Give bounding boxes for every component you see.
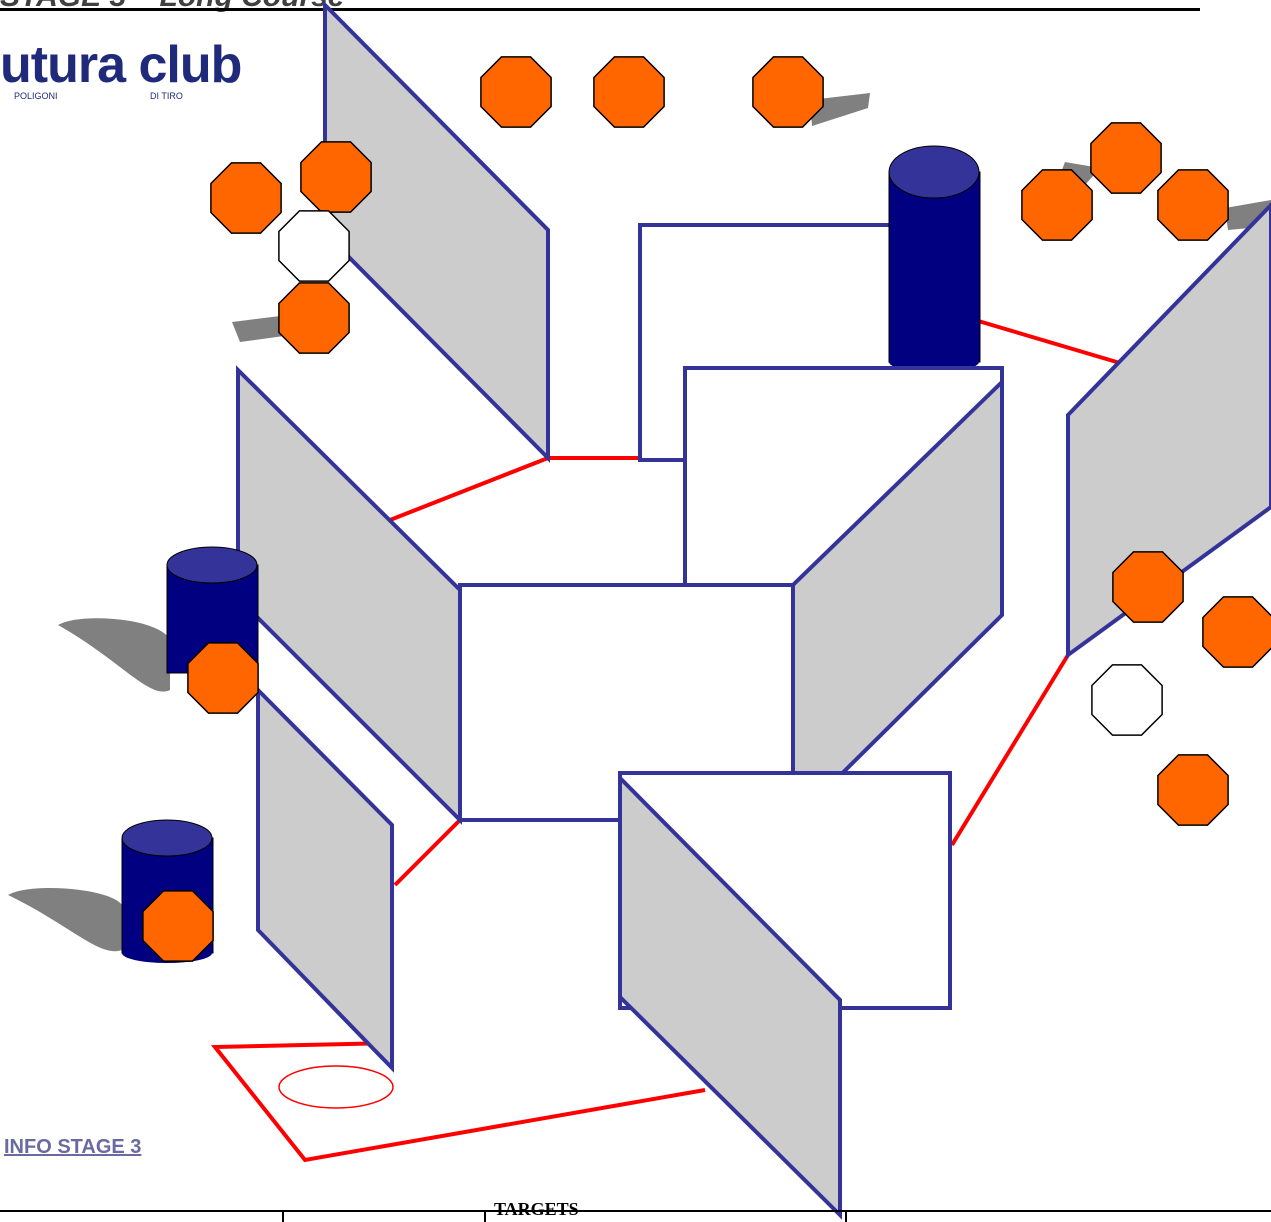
shadow: [232, 316, 284, 342]
octagon-steel-target-icon: [187, 642, 259, 714]
fault-line: [389, 456, 640, 522]
octagon-steel-target-icon: [480, 56, 552, 128]
octagon-steel-target-icon: [593, 56, 665, 128]
fault-line: [393, 818, 462, 887]
shadow: [810, 93, 870, 126]
wall: [256, 685, 394, 1073]
table-cell-divider: [845, 1212, 847, 1222]
octagon-steel-target-icon: [1202, 596, 1271, 668]
table-header-targets: TARGETS: [494, 1199, 579, 1219]
octagon-steel-target-icon: [1157, 169, 1229, 241]
wall: [236, 365, 462, 825]
barrel-icon: [888, 145, 981, 372]
start-ellipse-icon: [278, 1065, 394, 1109]
octagon-steel-target-icon: [300, 141, 372, 213]
fault-line: [974, 318, 1121, 365]
title-rule: [0, 8, 1200, 11]
info-table: [0, 1210, 1271, 1222]
octagon-steel-target-icon: [210, 162, 282, 234]
octagon-no-shoot-icon: [278, 210, 350, 282]
octagon-steel-target-icon: [142, 890, 214, 962]
shadow: [1060, 162, 1100, 185]
table-cell-divider: [484, 1212, 486, 1222]
octagon-steel-target-icon: [1112, 551, 1184, 623]
gray-walls: [256, 685, 394, 1073]
shadow: [58, 618, 170, 692]
octagon-steel-target-icon: [1157, 754, 1229, 826]
wall: [618, 773, 842, 1220]
fault-line: [210, 1041, 706, 1163]
gray-walls: [618, 773, 842, 1220]
octagon-steel-target-icon: [752, 56, 824, 128]
info-stage-heading: INFO STAGE 3: [4, 1136, 142, 1158]
octagon-steel-target-icon: [278, 282, 350, 354]
gray-walls: [236, 0, 1271, 827]
fault-line: [950, 653, 1070, 847]
club-logo: utura club POLIGONI DI TIRO: [0, 35, 270, 105]
octagon-no-shoot-icon: [1091, 664, 1163, 736]
shadows: [8, 93, 1271, 952]
logo-subtitle-right: DI TIRO: [150, 91, 183, 101]
wall: [1066, 202, 1271, 659]
octagon-steel-target-icon: [1090, 122, 1162, 194]
steel-targets: [142, 56, 1271, 962]
logo-wordmark: utura club: [0, 36, 242, 94]
table-cell-divider: [282, 1212, 284, 1222]
octagon-steel-target-icon: [1021, 169, 1093, 241]
logo-subtitle-left: POLIGONI: [14, 91, 58, 101]
shadow: [8, 887, 122, 952]
